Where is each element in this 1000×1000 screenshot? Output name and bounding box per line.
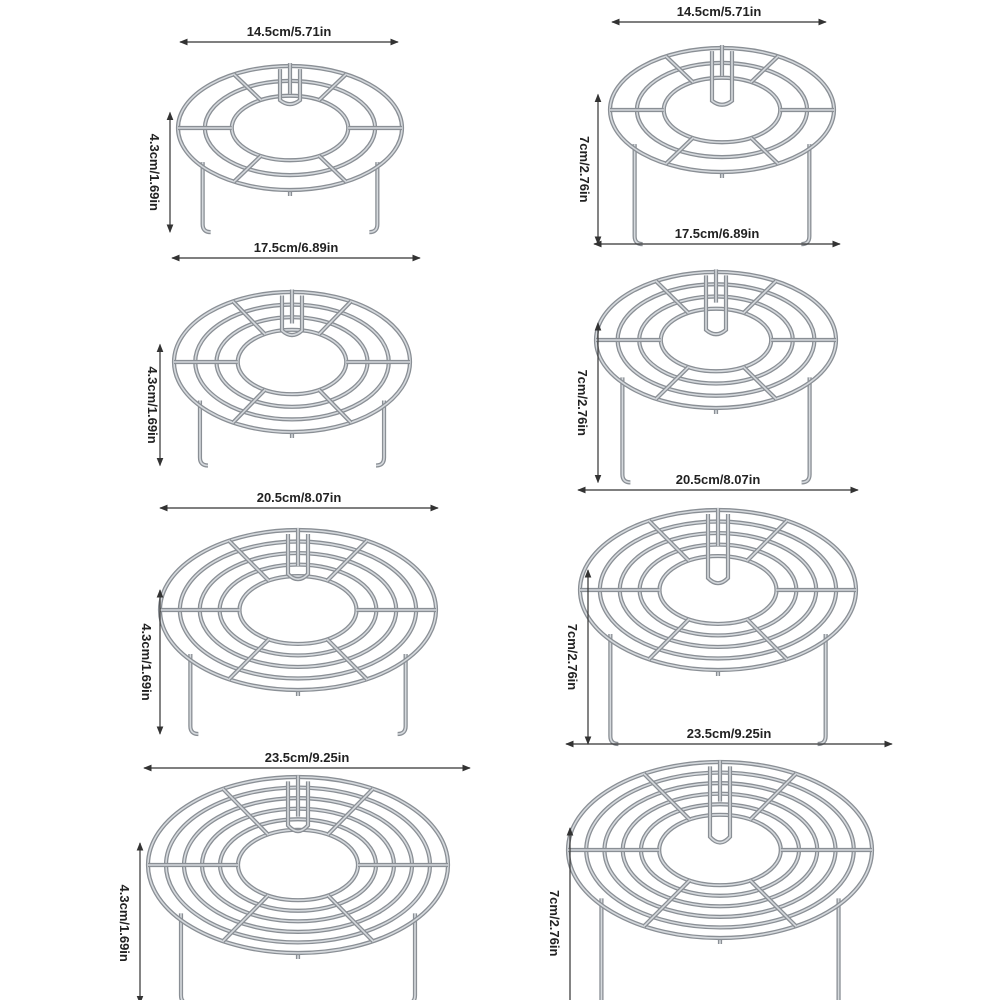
rack-spoke-highlight [326, 638, 368, 680]
rack-spoke-highlight [228, 638, 270, 680]
rack-leg-highlight [199, 400, 208, 467]
rack-2: 14.5cm/5.71in 7cm/2.76in [577, 4, 837, 247]
rack-spoke-highlight [655, 280, 689, 314]
rack-ring-highlight [662, 76, 782, 144]
rack-leg-highlight [413, 913, 416, 1000]
rack-spoke-highlight [655, 366, 689, 400]
height-label: 7cm/2.76in [575, 369, 590, 436]
height-label: 7cm/2.76in [577, 136, 592, 203]
rack-leg-highlight [397, 654, 407, 735]
rack-spoke-highlight [746, 618, 788, 660]
rack-spoke-highlight [233, 155, 262, 183]
diameter-label: 20.5cm/8.07in [676, 472, 761, 487]
rack-spoke-highlight [648, 520, 690, 562]
rack-spoke-highlight [318, 389, 352, 424]
rack-ring-highlight [658, 555, 778, 625]
rack-leg-highlight [369, 162, 379, 233]
rack-spoke-highlight [665, 137, 694, 165]
rack-leg-highlight [621, 377, 631, 484]
rack-spoke-highlight [743, 280, 777, 314]
rack-leg-highlight [801, 377, 811, 484]
rack-spoke-highlight [318, 300, 352, 335]
rack-spoke-highlight [648, 618, 690, 660]
rack-ring-highlight [640, 803, 800, 897]
rack-spoke-highlight [749, 879, 797, 927]
rack-1: 14.5cm/5.71in 4.3cm/1.69in [147, 24, 405, 235]
rack-spoke-highlight [643, 879, 691, 927]
rack-spoke-highlight [232, 389, 266, 424]
rack-leg-highlight [376, 400, 385, 467]
height-label: 4.3cm/1.69in [147, 134, 162, 211]
rack-spoke-highlight [326, 540, 368, 582]
rack-spoke-highlight [233, 73, 262, 101]
rack-ring-highlight [238, 575, 358, 645]
rack-ring-highlight [236, 328, 348, 395]
rack-spoke-highlight [643, 773, 691, 821]
rack-leg [801, 144, 812, 247]
rack-6: 20.5cm/8.07in 7cm/2.76in [565, 472, 859, 747]
diameter-label: 20.5cm/8.07in [257, 490, 342, 505]
rack-center-leg-highlight [279, 69, 301, 105]
rack-spoke-highlight [746, 520, 788, 562]
rack-4: 17.5cm/6.89in 7cm/2.76in [575, 226, 841, 485]
rack-leg-highlight [180, 913, 183, 1000]
height-label: 7cm/2.76in [547, 890, 562, 957]
rack-leg [632, 144, 643, 247]
rack-spoke-highlight [743, 366, 777, 400]
rack-ring-highlight [237, 828, 359, 901]
diameter-label: 14.5cm/5.71in [247, 24, 332, 39]
rack-leg [817, 634, 828, 747]
rack-7: 23.5cm/9.25in 4.3cm/1.69in [117, 750, 471, 1000]
height-label: 7cm/2.76in [565, 624, 580, 691]
height-label: 4.3cm/1.69in [139, 623, 154, 700]
height-label: 4.3cm/1.69in [145, 366, 160, 443]
rack-leg [836, 898, 841, 1000]
rack-spoke-highlight [665, 55, 694, 83]
diameter-label: 17.5cm/6.89in [675, 226, 760, 241]
rack-5: 20.5cm/8.07in 4.3cm/1.69in [139, 490, 439, 737]
rack-spoke-highlight [749, 773, 797, 821]
rack-center-leg-highlight [711, 51, 733, 106]
rack-center-leg-highlight [287, 534, 309, 580]
rack-3: 17.5cm/6.89in 4.3cm/1.69in [145, 240, 421, 468]
rack-spoke-highlight [750, 137, 779, 165]
height-label: 4.3cm/1.69in [117, 885, 132, 962]
rack-leg [599, 898, 604, 1000]
rack-spoke-highlight [318, 73, 347, 101]
rack-leg-highlight [201, 162, 211, 233]
rack-leg [620, 377, 631, 485]
rack-center-leg-highlight [281, 295, 303, 336]
rack-leg-highlight [189, 654, 199, 735]
diameter-label: 14.5cm/5.71in [677, 4, 762, 19]
rack-spoke-highlight [750, 55, 779, 83]
rack-spoke-highlight [327, 788, 374, 836]
rack-spoke-highlight [222, 788, 269, 836]
rack-center-leg-highlight [707, 514, 729, 584]
rack-leg [608, 634, 619, 747]
rack-center-leg-highlight [709, 766, 731, 844]
rack-spoke-highlight [228, 540, 270, 582]
diameter-label: 17.5cm/6.89in [254, 240, 339, 255]
rack-spoke-highlight [232, 300, 266, 335]
rack-center-leg-highlight [287, 781, 309, 832]
rack-center-leg-highlight [705, 275, 727, 336]
rack-spoke-highlight [222, 894, 269, 942]
rack-8: 23.5cm/9.25in 7cm/2.76in [547, 726, 893, 1000]
diameter-label: 23.5cm/9.25in [687, 726, 772, 741]
rack-spoke-highlight [327, 894, 374, 942]
rack-leg [801, 377, 812, 485]
rack-ring-highlight [638, 543, 798, 637]
diameter-label: 23.5cm/9.25in [265, 750, 350, 765]
rack-ring-highlight [658, 813, 782, 886]
rack-spoke-highlight [318, 155, 347, 183]
rack-ring-highlight [659, 307, 772, 373]
